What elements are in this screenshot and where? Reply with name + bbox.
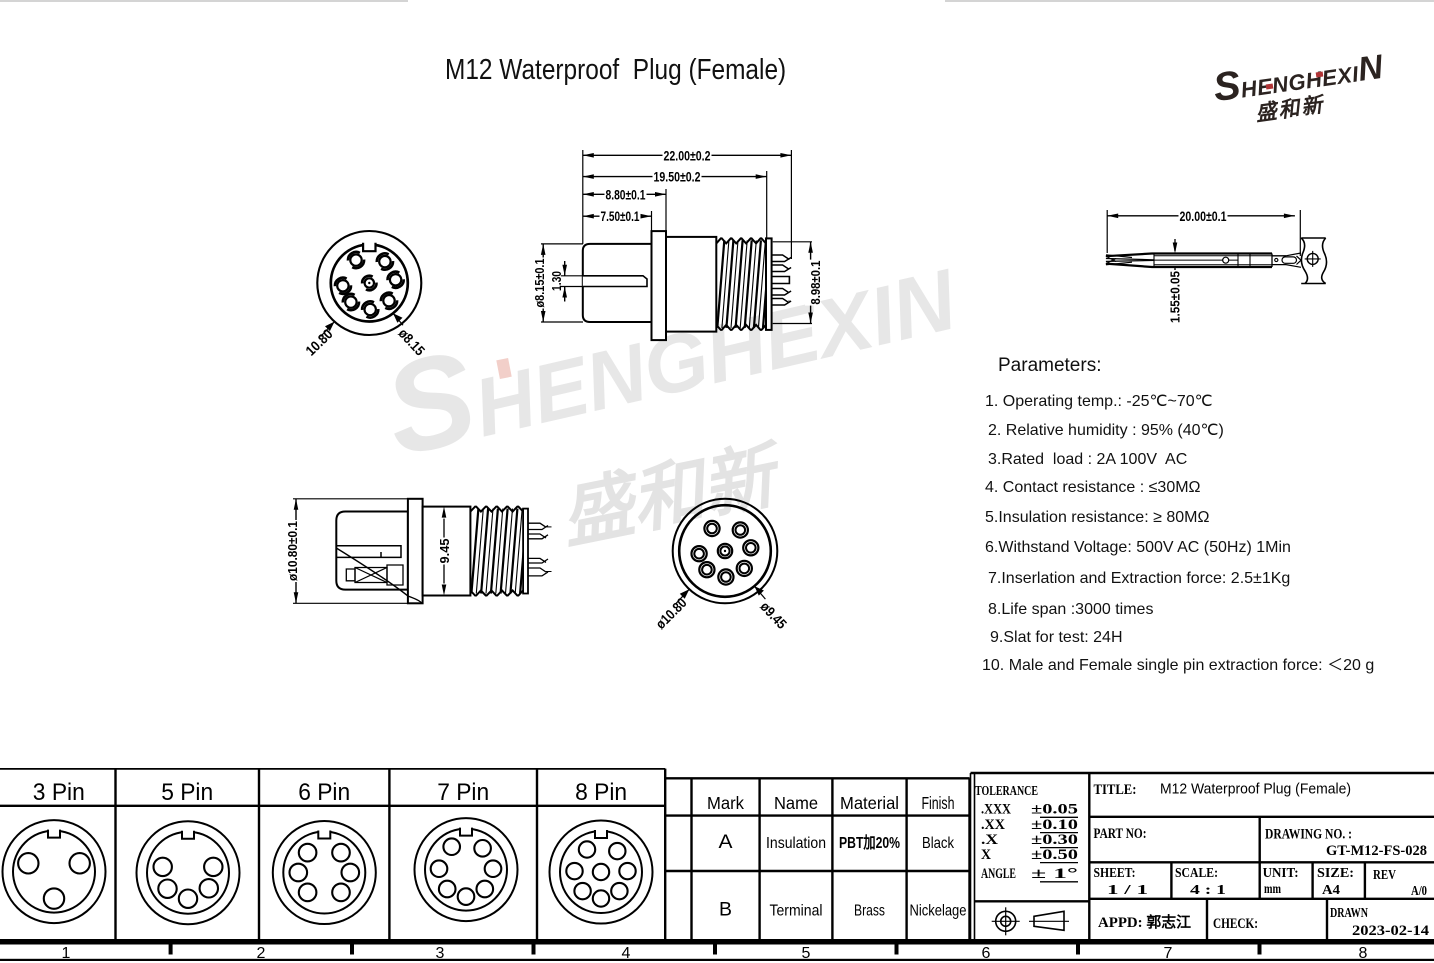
svg-text:ø10.80±0.1: ø10.80±0.1 xyxy=(285,521,300,581)
svg-text:SIZE:: SIZE: xyxy=(1317,866,1354,881)
svg-text:5 Pin: 5 Pin xyxy=(161,779,213,806)
svg-text:±0.30: ±0.30 xyxy=(1031,832,1078,848)
svg-text:19.50±0.2: 19.50±0.2 xyxy=(654,169,701,185)
svg-text:22.00±0.2: 22.00±0.2 xyxy=(664,147,711,163)
svg-text:4: 4 xyxy=(622,945,631,962)
svg-text:B: B xyxy=(719,900,732,921)
svg-text:8: 8 xyxy=(1359,945,1368,962)
svg-text:7.50±0.1: 7.50±0.1 xyxy=(601,208,640,224)
svg-text:.X: .X xyxy=(981,832,999,848)
svg-text:Black: Black xyxy=(922,835,955,852)
svg-text:9.45: 9.45 xyxy=(437,539,452,564)
svg-text:M12 Waterproof Plug (Female): M12 Waterproof Plug (Female) xyxy=(1160,782,1351,798)
svg-text:PBT加20%: PBT加20% xyxy=(839,834,900,852)
svg-text:mm: mm xyxy=(1264,882,1281,897)
svg-text:A/0: A/0 xyxy=(1411,884,1427,899)
svg-text:X: X xyxy=(981,847,991,863)
svg-text:Terminal: Terminal xyxy=(770,903,823,920)
svg-text:.XX: .XX xyxy=(981,817,1006,833)
svg-text:REV: REV xyxy=(1373,868,1396,883)
svg-text:.XXX: .XXX xyxy=(981,802,1011,818)
svg-text:Nickelage: Nickelage xyxy=(910,903,967,920)
svg-text:±0.05: ±0.05 xyxy=(1031,802,1078,818)
svg-text:7 Pin: 7 Pin xyxy=(437,779,489,806)
svg-text:DRAWN: DRAWN xyxy=(1330,906,1368,921)
svg-text:1: 1 xyxy=(62,945,71,962)
svg-text:Insulation: Insulation xyxy=(766,835,826,852)
svg-text:UNIT:: UNIT: xyxy=(1263,866,1299,881)
svg-text:8.98±0.1: 8.98±0.1 xyxy=(808,261,823,305)
svg-text:ø10.80: ø10.80 xyxy=(652,594,690,632)
svg-text:SHEET:: SHEET: xyxy=(1094,866,1136,881)
svg-text:ø9.45: ø9.45 xyxy=(757,598,790,632)
svg-text:PART NO:: PART NO: xyxy=(1094,826,1147,842)
svg-text:ø8.15: ø8.15 xyxy=(395,325,428,359)
svg-text:1 / 1: 1 / 1 xyxy=(1107,883,1148,898)
svg-text:Mark: Mark xyxy=(707,793,744,813)
svg-text:2: 2 xyxy=(257,945,266,962)
svg-text:TITLE:: TITLE: xyxy=(1094,782,1137,798)
svg-text:1.55±0.05: 1.55±0.05 xyxy=(1168,271,1183,323)
svg-text:3 Pin: 3 Pin xyxy=(33,779,85,806)
svg-text:8.80±0.1: 8.80±0.1 xyxy=(606,186,646,202)
svg-text:8 Pin: 8 Pin xyxy=(575,779,627,806)
svg-text:ANGLE: ANGLE xyxy=(981,866,1016,882)
svg-text:±0.10: ±0.10 xyxy=(1031,817,1078,833)
svg-text:±0.50: ±0.50 xyxy=(1031,847,1078,863)
svg-text:APPD: 郭志江: APPD: 郭志江 xyxy=(1098,913,1191,931)
svg-text:A: A xyxy=(719,832,733,853)
svg-text:10.80: 10.80 xyxy=(302,326,336,359)
svg-text:3: 3 xyxy=(436,945,445,962)
svg-text:Material: Material xyxy=(840,793,899,813)
svg-text:4 : 1: 4 : 1 xyxy=(1190,883,1226,898)
svg-text:2023-02-14: 2023-02-14 xyxy=(1352,923,1430,939)
svg-text:Name: Name xyxy=(774,793,818,813)
svg-text:DRAWING NO. :: DRAWING NO. : xyxy=(1265,827,1352,843)
svg-text:Brass: Brass xyxy=(854,903,885,920)
svg-text:A4: A4 xyxy=(1322,883,1340,898)
svg-text:1.30: 1.30 xyxy=(549,271,564,291)
svg-text:SCALE:: SCALE: xyxy=(1175,866,1218,881)
svg-text:ø8.15±0.1: ø8.15±0.1 xyxy=(532,259,547,308)
svg-text:TOLERANCE: TOLERANCE xyxy=(975,784,1038,799)
svg-text:± 1°: ± 1° xyxy=(1031,866,1078,882)
svg-text:GT-M12-FS-028: GT-M12-FS-028 xyxy=(1326,843,1427,859)
svg-text:5: 5 xyxy=(802,945,811,962)
svg-text:20.00±0.1: 20.00±0.1 xyxy=(1180,208,1227,224)
svg-text:6 Pin: 6 Pin xyxy=(298,779,350,806)
svg-text:CHECK:: CHECK: xyxy=(1213,916,1258,932)
svg-text:6: 6 xyxy=(982,945,991,962)
svg-text:7: 7 xyxy=(1164,945,1173,962)
svg-text:Finish: Finish xyxy=(922,793,955,813)
